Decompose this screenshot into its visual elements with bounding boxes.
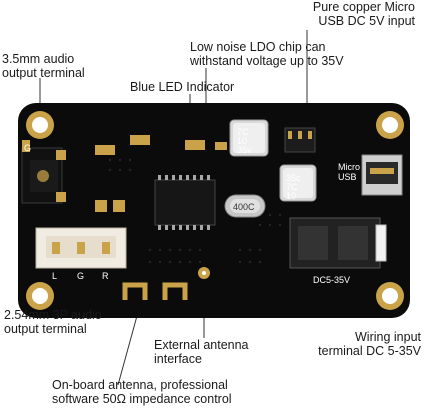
silk-cap1-line1: 7C [237,127,249,137]
callout-wiring-line1: Wiring input [355,330,421,344]
connector-254-3p [35,227,127,269]
silk-pin-r: R [102,271,109,281]
silk-cap1-line3: 35v [237,145,252,155]
silk-micro-line1: Micro [338,162,360,172]
silk-pin-l: L [52,271,57,281]
callout-ldo-line1: Low noise LDO chip can [190,40,326,54]
callout-audio-35mm-line1: 3.5mm audio [2,52,75,66]
callout-ldo-line2: withstand voltage up to 35V [190,54,344,68]
callout-wiring-input: Wiring input terminal DC 5-35V [318,330,421,358]
callout-external-antenna: External antenna interface [154,338,249,366]
micro-usb-port [361,154,403,196]
callout-audio-35mm-line2: output terminal [2,66,85,80]
silk-dc-label: DC5-35V [313,275,350,285]
dc-terminal [289,217,387,269]
crystal-oscillator [224,194,266,218]
callout-micro-usb: Pure copper Micro USB DC 5V input [313,0,415,28]
silk-cap1-line2: 10 [237,136,247,146]
callout-ext-antenna-line1: External antenna [154,338,249,352]
silk-crystal: 400C [233,202,255,212]
callout-micro-usb-line1: Pure copper Micro [312,0,415,14]
callout-micro-usb-line2: USB DC 5V input [318,14,415,28]
callout-ext-antenna-line2: interface [154,352,202,366]
main-ic [154,175,216,230]
callout-onboard-line1: On-board antenna, professional [52,378,228,392]
silk-micro-line2: USB [338,172,357,182]
external-antenna-pad [198,267,210,279]
mounting-holes [26,111,404,310]
silk-pin-g: G [77,271,84,281]
silk-cap2-line3: 10 [286,191,296,201]
callout-wiring-line2: terminal DC 5-35V [318,344,421,358]
callout-onboard-antenna: On-board antenna, professional software … [52,378,232,406]
callout-audio-254: 2.54mm 3P audio output terminal [4,308,102,336]
callout-ldo-chip: Low noise LDO chip can withstand voltage… [190,40,344,68]
silk-cap2-line2: 7C [286,182,298,192]
callout-blue-led: Blue LED Indicator [130,80,235,94]
callout-audio-35mm: 3.5mm audio output terminal [2,52,85,80]
onboard-antenna [120,282,210,312]
callout-audio-254-line1: 2.54mm 3P audio [4,308,102,322]
smd-components [95,119,317,212]
silk-cap2-line1: 35c [286,173,301,183]
silk-ground-pad: G [24,143,31,153]
callout-audio-254-line2: output terminal [4,322,87,336]
callout-onboard-line2: software 50Ω impedance control [52,392,232,406]
audio-jack-35mm [21,140,66,204]
